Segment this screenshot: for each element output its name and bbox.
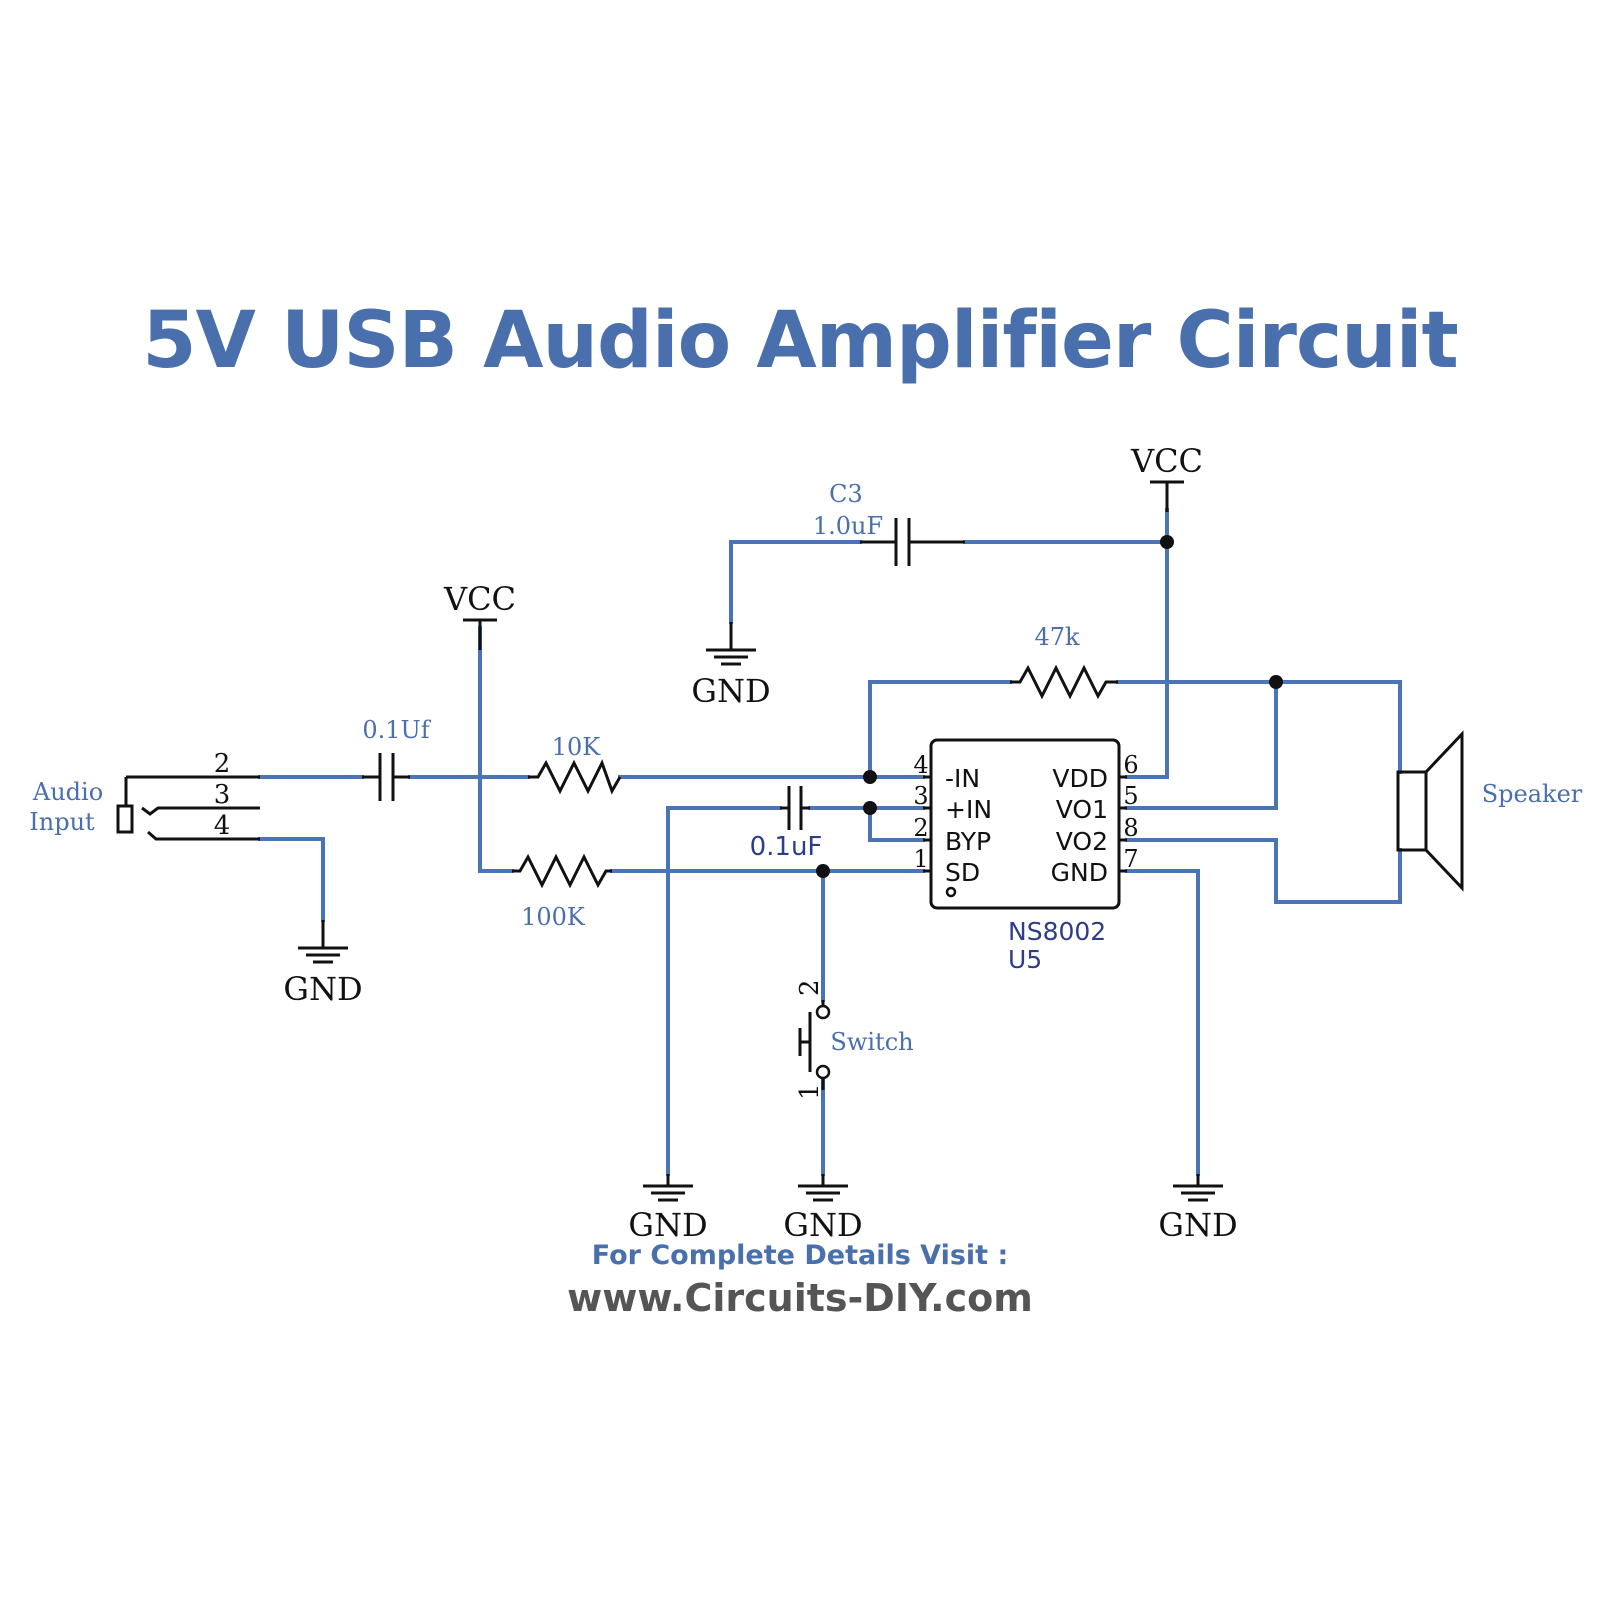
- c3-name-label: C3: [829, 480, 863, 508]
- ic-pin-number: 7: [1123, 845, 1138, 873]
- ic-pin-number: 3: [913, 782, 928, 810]
- gnd-label: GND: [691, 672, 770, 710]
- gnd-symbol-ic: GND: [1158, 1174, 1238, 1244]
- switch-label: Switch: [830, 1028, 913, 1056]
- audio-input-label: Input: [29, 808, 95, 836]
- vcc-label: VCC: [1130, 442, 1203, 480]
- push-switch: 2 1 Switch: [795, 979, 914, 1100]
- ic-pin-name: VO1: [1056, 795, 1108, 824]
- gnd-symbol-byp: GND: [628, 1174, 708, 1244]
- capacitor-c3: C3 1.0uF: [813, 480, 965, 566]
- speaker: Speaker: [1396, 730, 1583, 892]
- ic-pin-name: VO2: [1056, 827, 1108, 856]
- ic-pin-name: VDD: [1052, 764, 1108, 793]
- gnd-symbol-switch: GND: [783, 1174, 863, 1244]
- resistor-10k: 10K: [528, 733, 622, 795]
- wires: [258, 508, 1402, 1176]
- c-bypass-label: 0.1uF: [750, 832, 823, 862]
- vcc-label: VCC: [443, 580, 516, 618]
- c3-value-label: 1.0uF: [813, 512, 883, 540]
- jack-pin-label: 4: [214, 811, 231, 841]
- gnd-label: GND: [1158, 1206, 1237, 1244]
- capacitor-bypass: 0.1uF: [750, 786, 823, 862]
- resistor-100k: 100K: [512, 853, 612, 931]
- ic-pin-number: 6: [1123, 751, 1138, 779]
- resistor-47k: 47k: [1010, 623, 1118, 700]
- ic-ref-label: U5: [1008, 945, 1042, 974]
- ic-pin-name: BYP: [945, 827, 991, 856]
- ic-ns8002: 4 3 2 1 -IN +IN BYP SD 6 5 8 7 VDD VO1 V…: [913, 738, 1139, 974]
- junction-dots: [816, 535, 1283, 878]
- gnd-symbol-c3: GND: [691, 622, 771, 710]
- ic-pin-number: 4: [913, 751, 928, 779]
- ic-pin-number: 1: [913, 845, 928, 873]
- audio-input-label: Audio: [32, 778, 103, 806]
- c-input-label: 0.1Uf: [362, 716, 431, 744]
- r-input-label: 10K: [552, 733, 602, 761]
- footer-visit-text: For Complete Details Visit :: [591, 1240, 1009, 1271]
- switch-pin-label: 1: [795, 1083, 825, 1100]
- jack-pin-label: 3: [214, 780, 231, 810]
- gnd-label: GND: [283, 970, 362, 1008]
- r-feedback-label: 47k: [1034, 623, 1080, 651]
- ic-pin-number: 2: [913, 814, 928, 842]
- r-sd-label: 100K: [521, 903, 586, 931]
- vcc-symbol-left: VCC: [443, 580, 516, 650]
- ic-pin-name: +IN: [945, 795, 992, 824]
- ic-pin-name: SD: [945, 858, 980, 887]
- ic-pin-name: GND: [1051, 858, 1108, 887]
- jack-pin-label: 2: [214, 749, 231, 779]
- ic-part-label: NS8002: [1008, 917, 1106, 946]
- capacitor-input: 0.1Uf: [362, 716, 432, 801]
- speaker-label: Speaker: [1482, 780, 1583, 808]
- page-title: 5V USB Audio Amplifier Circuit: [142, 296, 1459, 386]
- gnd-label: GND: [783, 1206, 862, 1244]
- gnd-label: GND: [628, 1206, 707, 1244]
- gnd-symbol-audio: GND: [283, 920, 363, 1008]
- footer-url[interactable]: www.Circuits-DIY.com: [567, 1276, 1033, 1320]
- vcc-symbol-top: VCC: [1130, 442, 1203, 512]
- ic-pin-name: -IN: [945, 764, 980, 793]
- ic-pin-number: 5: [1123, 782, 1138, 810]
- audio-input-jack: 2 3 4 Audio Input: [29, 749, 260, 841]
- switch-pin-label: 2: [795, 979, 825, 996]
- ic-pin-number: 8: [1123, 814, 1138, 842]
